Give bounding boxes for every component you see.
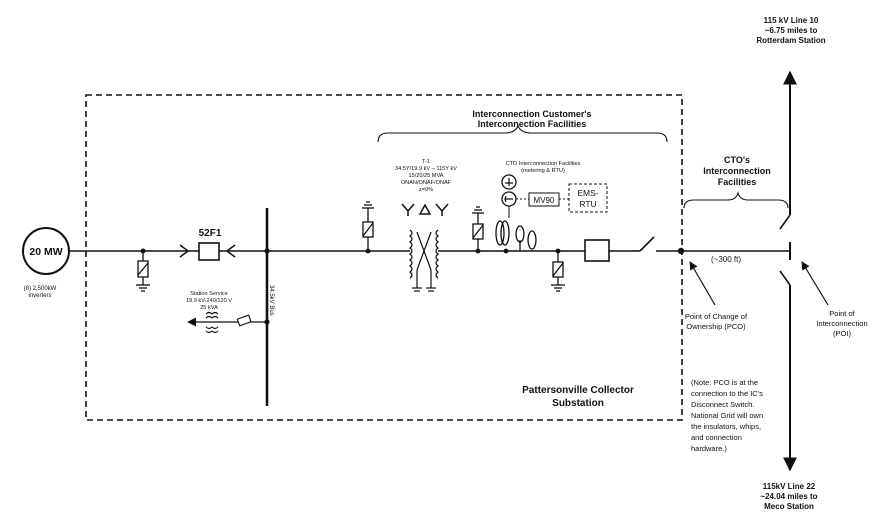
potential-transformer-icon [515,225,537,251]
ic-disconnect-switch [639,236,655,252]
surge-arrester-icon [136,251,150,292]
ems-rtu-box [568,183,608,213]
pco-line1: Point of Change of [685,312,748,321]
line-north-2: ~6.75 miles to [765,26,818,35]
transformer-line2: 34.5Y/19.9 kV – 115Y kV [395,166,457,172]
ems-label-2: RTU [579,199,596,209]
station-service-line2: 19.9 kV-240/120 V [186,298,232,304]
ems-label-1: EMS- [577,188,598,198]
disconnect-icon-2 [225,244,236,258]
line-south-2: ~24.04 miles to [760,492,817,501]
pco-node [677,247,685,255]
cto-facilities-line1: CTO's [724,155,750,165]
bus-label: 34.5kV Bus [268,285,274,316]
breaker-label: 52F1 [199,228,222,239]
surge-arrester-icon-3 [472,206,484,251]
line-north-1: 115 kV Line 10 [764,16,819,25]
surge-arrester-icon-4 [551,251,565,292]
disconnect-icon [179,244,190,258]
ic-facilities-brace [377,124,668,143]
cto-metering-line1: CTO Interconnection Facilities [506,161,581,167]
line-south-3: Meco Station [764,502,814,511]
cto-facilities-line2: Interconnection [703,166,771,176]
pco-pointer [689,261,716,306]
line-north-3: Rotterdam Station [756,36,825,45]
pco-note-line6: and connection [691,433,742,442]
pco-note-line7: hardware.) [691,444,727,453]
breaker-52f1 [198,242,220,261]
pco-note-line5: the insulators, whips, [691,422,761,431]
station-service-line1: Station Service [190,291,228,297]
station-service-line3: 25 kVA [200,305,218,311]
poi-line1: Point of [829,309,855,318]
current-transformer-icon [495,220,510,246]
generator-note-1: (8) 2,500kW [24,286,57,292]
poi-pointer [801,261,829,306]
transformer-line1: T-1 [422,159,430,165]
winding-symbols-icon [401,203,449,216]
meter-icon [501,174,517,190]
mv90-label: MV90 [534,196,555,205]
pco-note-line4: National Grid will own [691,411,763,420]
station-service-transformer-icon [205,311,219,334]
transformer-line4: ONAN/ONAF/ONAF [401,180,452,186]
ic-facilities-line1: Interconnection Customer's [472,109,591,119]
poi-switch-south [779,270,791,286]
pco-note-line2: connection to the IC's [691,389,763,398]
fuse-icon [236,314,252,327]
pco-note-line1: (Note: PCO is at the [691,378,758,387]
line-south-1: 115kV Line 22 [763,482,816,491]
pco-line2: Ownership (PCO) [686,322,746,331]
transformer-line3: 15/20/25 MVA [408,173,443,179]
substation-line2: Substation [552,398,604,409]
substation-line1: Pattersonville Collector [522,385,634,396]
generator-note-2: inverters [28,293,51,299]
breaker-box [584,239,610,262]
poi-line2: Interconnection [816,319,867,328]
ic-facilities-line2: Interconnection Facilities [478,119,587,129]
main-transformer-icon [409,229,439,292]
poi-line3: (POI) [833,329,851,338]
generator-rating: 20 MW [29,246,62,258]
cto-facilities-brace [683,191,789,209]
surge-arrester-icon-2 [362,201,374,251]
distance-label: (~300 ft) [711,255,741,264]
cto-facilities-line3: Facilities [718,177,757,187]
cto-metering-line2: (metering & RTU) [521,168,565,174]
poi-switch-north [779,214,791,230]
pco-note-line3: Disconnect Switch. [691,400,754,409]
transformer-line5: z=9% [419,187,433,193]
